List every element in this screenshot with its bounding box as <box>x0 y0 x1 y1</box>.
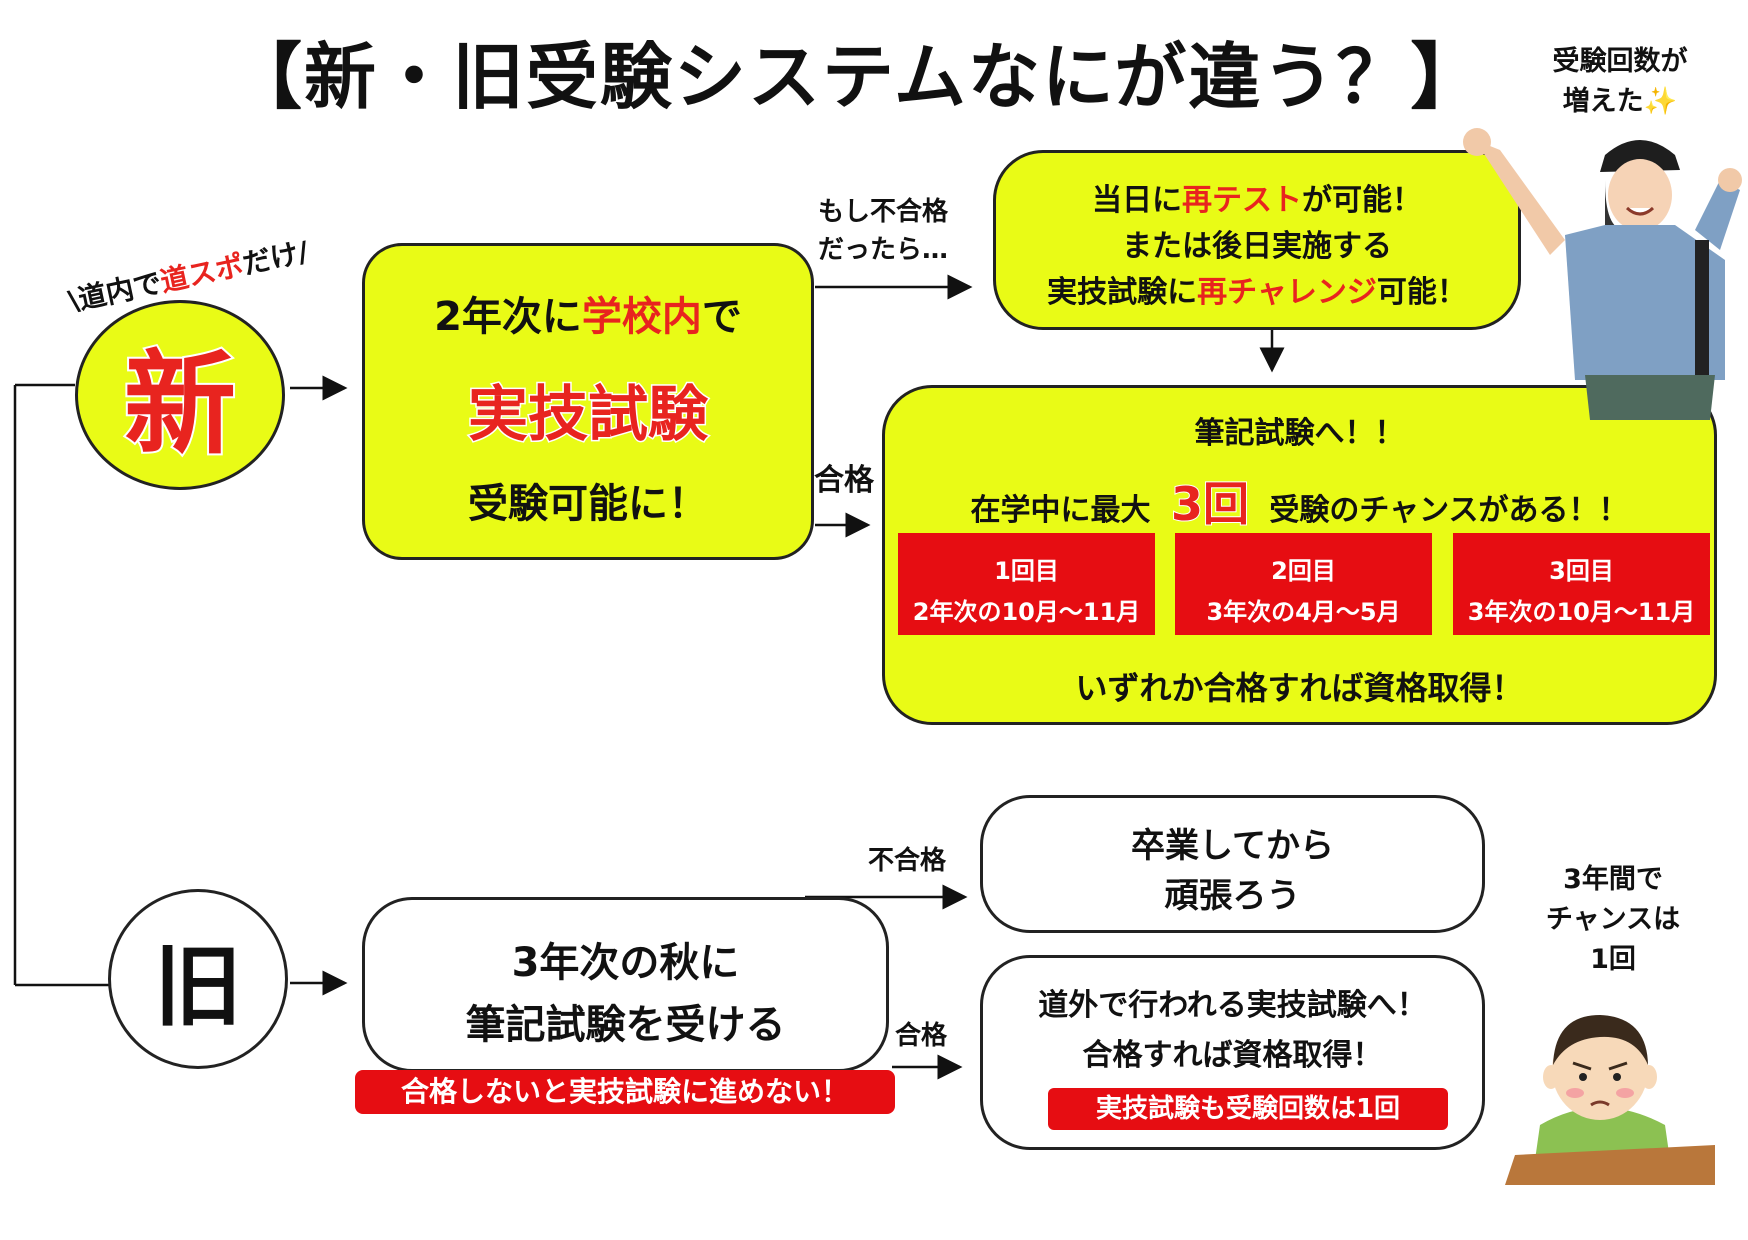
chance-suffix: 受験のチャンスがある！！ <box>1269 493 1629 528</box>
girl-cheering-photo <box>1463 128 1742 420</box>
new-fail-label: もし不合格 だったら… <box>818 197 949 265</box>
attempt-2-label: 2回目 <box>1271 557 1336 585</box>
old-fail-label: 不合格 <box>868 846 947 876</box>
worried-student-illustration <box>1505 1015 1715 1185</box>
written-heading: 筆記試験へ！！ <box>1194 416 1405 451</box>
attempt-card-1: 1回目 2年次の10月〜11月 <box>898 533 1155 635</box>
new-system-circle: 新 <box>75 300 285 490</box>
old-side-note: 3年間で チャンスは 1回 <box>1545 864 1681 975</box>
old-system-label: 旧 <box>153 934 242 1038</box>
new-pass-label: 合格 <box>814 463 874 498</box>
old-system-circle: 旧 <box>108 889 288 1069</box>
chance-number: 3回 <box>1170 476 1250 532</box>
old-pass-label: 合格 <box>895 1021 948 1051</box>
new-main-line1-highlight: 学校内 <box>581 294 702 340</box>
old-pass-box: 道外で行われる実技試験へ！ 合格すれば資格取得！ 実技試験も受験回数は1回 <box>980 955 1485 1150</box>
new-main-box: 2年次に学校内で 実技試験 受験可能に！ <box>362 243 814 560</box>
attempt-2-period: 3年次の4月〜5月 <box>1206 598 1401 626</box>
retest-line3: 実技試験に再チャレンジ可能！ <box>996 267 1518 311</box>
page-title: 【新・旧受験システムなにが違う？】 <box>230 35 1485 119</box>
retest-line1-suffix: が可能！ <box>1302 183 1422 218</box>
old-fail-line1: 卒業してから <box>1131 826 1334 866</box>
retest-line2: または後日実施する <box>1122 229 1392 264</box>
attempt-3-period: 3年次の10月〜11月 <box>1467 598 1696 626</box>
old-main-box: 3年次の秋に 筆記試験を受ける <box>362 897 889 1072</box>
retest-line3-suffix: 可能！ <box>1376 275 1467 310</box>
new-main-line1: 2年次に学校内で <box>365 284 811 342</box>
new-main-line1-prefix: 2年次に <box>434 294 582 340</box>
chance-prefix: 在学中に最大 <box>970 493 1151 528</box>
retest-line1-highlight: 再テスト <box>1182 183 1302 218</box>
new-system-label: 新 <box>122 338 238 472</box>
written-footer: いずれか合格すれば資格取得！ <box>1075 669 1524 707</box>
retest-line3-prefix: 実技試験に <box>1047 275 1198 310</box>
old-pass-line1: 道外で行われる実技試験へ！ <box>1038 988 1427 1023</box>
old-fail-line2: 頑張ろう <box>1164 876 1301 916</box>
retest-box: 当日に再テストが可能！ または後日実施する 実技試験に再チャレンジ可能！ <box>993 150 1521 330</box>
new-main-line1-suffix: で <box>701 294 742 340</box>
attempt-card-3: 3回目 3年次の10月〜11月 <box>1453 533 1710 635</box>
old-warning-badge: 合格しないと実技試験に進めない！ <box>355 1070 895 1114</box>
old-pass-badge: 実技試験も受験回数は1回 <box>1048 1088 1448 1130</box>
old-pass-line2: 合格すれば資格取得！ <box>1082 1038 1383 1073</box>
attempt-3-label: 3回目 <box>1549 557 1614 585</box>
retest-line1: 当日に再テストが可能！ <box>996 175 1518 219</box>
written-exam-box: 筆記試験へ！！ 在学中に最大 3回 受験のチャンスがある！！ 1回目 2年次の1… <box>882 385 1717 725</box>
attempt-1-label: 1回目 <box>994 557 1059 585</box>
new-main-line2: 実技試験 <box>467 379 710 452</box>
old-main-line1: 3年次の秋に <box>511 940 740 986</box>
attempt-card-2: 2回目 3年次の4月〜5月 <box>1175 533 1432 635</box>
retest-line1-prefix: 当日に <box>1092 183 1182 218</box>
new-main-line3: 受験可能に！ <box>468 481 708 527</box>
old-main-line2: 筆記試験を受ける <box>465 1002 786 1048</box>
attempt-1-period: 2年次の10月〜11月 <box>912 598 1141 626</box>
retest-line3-highlight: 再チャレンジ <box>1197 275 1377 310</box>
old-fail-box: 卒業してから 頑張ろう <box>980 795 1485 933</box>
new-side-note: 受験回数が 増えた✨ <box>1552 46 1688 117</box>
written-chance-line: 在学中に最大 3回 受験のチャンスがある！！ <box>885 468 1714 534</box>
